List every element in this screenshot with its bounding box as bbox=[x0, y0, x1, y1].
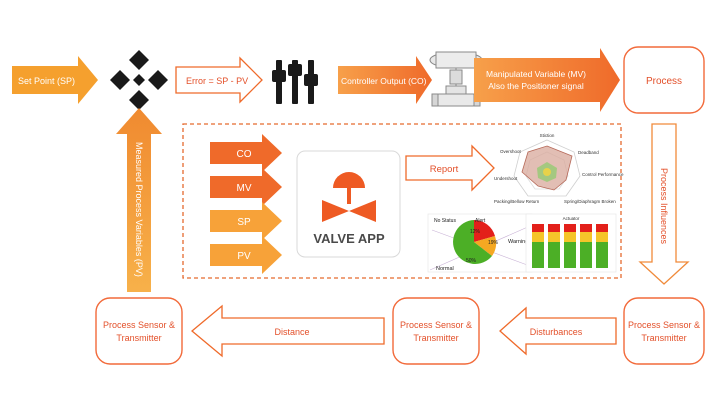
radar-label-control-performance: Control Performance bbox=[582, 172, 624, 177]
valve-app-frame bbox=[182, 123, 622, 279]
mv-label-line2: Also the Positioner signal bbox=[488, 81, 584, 91]
sensor-left-line2: Transmitter bbox=[116, 333, 161, 343]
input-label-sp: SP bbox=[237, 217, 251, 228]
sensor-middle-line1: Process Sensor & bbox=[400, 320, 472, 330]
pie-chart-thumbnail: No Status Alert Warning Normal 12% 19% 5… bbox=[427, 213, 533, 273]
input-label-co: CO bbox=[237, 149, 252, 160]
bar-chart-title: Actuator bbox=[563, 216, 580, 221]
radar-label-overshoot: Overshoot bbox=[500, 149, 522, 154]
error-arrow bbox=[175, 56, 263, 104]
report-label: Report bbox=[430, 164, 459, 175]
sensor-right-box bbox=[623, 297, 705, 365]
input-label-mv: MV bbox=[237, 183, 252, 194]
sensor-right-line1: Process Sensor & bbox=[628, 320, 700, 330]
input-arrow-pv bbox=[210, 236, 282, 274]
pie-value-normal: 50% bbox=[466, 258, 477, 264]
bar-3 bbox=[564, 224, 576, 268]
feedback-label: Measured Process Variables (PV) bbox=[134, 142, 144, 277]
setpoint-label: Set Point (SP) bbox=[18, 76, 75, 86]
bar-2 bbox=[548, 224, 560, 268]
input-arrow-sp bbox=[210, 202, 282, 240]
stacked-bar-thumbnail: Actuator bbox=[525, 213, 617, 273]
radar-label-undershoot: Undershoot bbox=[494, 176, 518, 181]
valve-app-logo-text: VALVE APP bbox=[313, 231, 385, 246]
mv-arrow bbox=[474, 48, 620, 112]
process-influences-label: Process Influences bbox=[659, 168, 669, 245]
radar-chart-thumbnail: Stiction Deadband Control Performance Sp… bbox=[494, 133, 624, 204]
report-arrow bbox=[405, 144, 495, 192]
crosshair-controller-icon bbox=[110, 50, 168, 110]
process-box bbox=[623, 46, 705, 114]
distance-arrow bbox=[190, 304, 385, 358]
sensor-right-line2: Transmitter bbox=[641, 333, 686, 343]
bar-1 bbox=[532, 224, 544, 268]
radar-label-stiction: Stiction bbox=[540, 133, 555, 138]
controller-output-arrow bbox=[338, 56, 432, 104]
feedback-arrow bbox=[116, 108, 162, 292]
process-influences-arrow bbox=[638, 123, 690, 285]
valve-app-logo-icon bbox=[322, 172, 376, 222]
sensor-left-box bbox=[95, 297, 183, 365]
bar-4 bbox=[580, 224, 592, 268]
input-arrow-co bbox=[210, 134, 282, 172]
bar-5 bbox=[596, 224, 608, 268]
disturbances-arrow bbox=[499, 306, 617, 356]
pie-title: No Status bbox=[434, 218, 456, 224]
pie-normal-label: Normal bbox=[436, 266, 454, 272]
input-arrow-mv bbox=[210, 168, 282, 206]
sensor-left-line1: Process Sensor & bbox=[103, 320, 175, 330]
disturbances-label: Disturbances bbox=[530, 327, 583, 337]
controller-output-label: Controller Output (CO) bbox=[341, 76, 427, 86]
mixer-sliders-icon bbox=[272, 60, 318, 104]
sensor-middle-box bbox=[392, 297, 480, 365]
error-label: Error = SP - PV bbox=[186, 76, 248, 86]
radar-label-deadband: Deadband bbox=[578, 150, 599, 155]
pie-value-warning: 19% bbox=[488, 240, 499, 246]
radar-label-spring: Spring/Diaphragm Broken bbox=[564, 199, 616, 204]
radar-label-packing: Packing/Bellow Return bbox=[494, 199, 540, 204]
distance-label: Distance bbox=[274, 327, 309, 337]
control-valve-icon bbox=[429, 51, 483, 107]
sensor-middle-line2: Transmitter bbox=[413, 333, 458, 343]
pie-warning-label: Warning bbox=[508, 239, 528, 245]
process-label: Process bbox=[646, 76, 682, 87]
pie-alert-label: Alert bbox=[475, 218, 486, 224]
mv-label-line1: Manipulated Variable (MV) bbox=[486, 69, 586, 79]
setpoint-arrow bbox=[12, 56, 98, 104]
input-label-pv: PV bbox=[237, 251, 251, 262]
pie-value-alert: 12% bbox=[470, 229, 481, 235]
